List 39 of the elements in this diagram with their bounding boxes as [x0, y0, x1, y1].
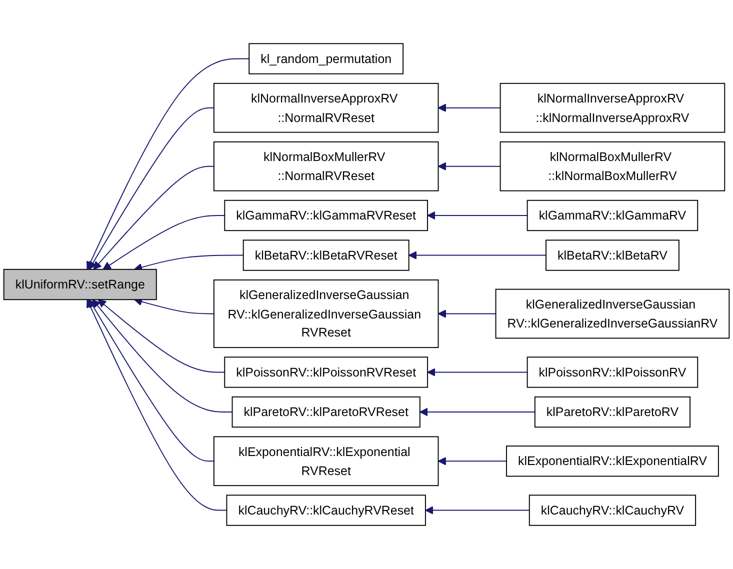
arrow	[134, 254, 244, 272]
node-box: klBetaRV::klBetaRV	[546, 240, 680, 271]
node-box: klExponentialRV::klExponential RVReset	[213, 436, 439, 486]
node-box: klNormalInverseApproxRV ::klNormalInverseApproxRV	[500, 82, 726, 133]
arrow	[92, 299, 233, 412]
node-box: kl_random_permutation	[248, 43, 404, 74]
node-box: klGeneralizedInverseGaussian RV::klGeneralizedInverseGaussian RVReset	[213, 279, 439, 348]
arrow	[98, 299, 226, 373]
arrow	[88, 107, 214, 270]
arrow	[438, 456, 507, 466]
arrow	[438, 310, 496, 318]
arrow	[420, 408, 536, 416]
node-box: klGammaRV::klGammaRVReset	[224, 200, 428, 232]
arrow	[425, 506, 530, 514]
node-box: klUniformRV::setRange	[3, 268, 157, 300]
node-box: klGammaRV::klGammaRV	[526, 200, 698, 232]
node-box: klPoissonRV::klPoissonRVReset	[224, 356, 428, 388]
node-box: klPoissonRV::klPoissonRV	[526, 356, 698, 388]
node-box: klExponentialRV::klExponentialRV	[506, 446, 719, 477]
node-box: klNormalBoxMullerRV ::NormalRVReset	[213, 141, 439, 192]
arrow	[427, 211, 528, 220]
node-box: klGeneralizedInverseGaussian RV::klGeneralizedInverseGaussianRV	[495, 288, 730, 339]
arrow	[88, 299, 214, 462]
arrow	[438, 162, 501, 171]
arrow	[134, 298, 214, 314]
arrow	[102, 215, 226, 270]
node-box: klNormalBoxMullerRV ::klNormalBoxMullerRV	[500, 141, 726, 192]
arrow	[93, 166, 214, 270]
node-box: klNormalInverseApproxRV ::NormalRVReset	[213, 82, 439, 133]
node-box: klCauchyRV::klCauchyRVReset	[226, 494, 426, 526]
arrow	[408, 251, 546, 260]
node-box: klCauchyRV::klCauchyRV	[528, 494, 696, 526]
node-box: klParetoRV::klParetoRVReset	[232, 396, 420, 428]
arrow	[427, 368, 528, 376]
arrow	[438, 104, 501, 112]
arrow	[86, 299, 228, 511]
node-box: klParetoRV::klParetoRV	[534, 396, 690, 428]
arrow	[86, 58, 250, 270]
node-box: klBetaRV::klBetaRVReset	[242, 240, 410, 271]
